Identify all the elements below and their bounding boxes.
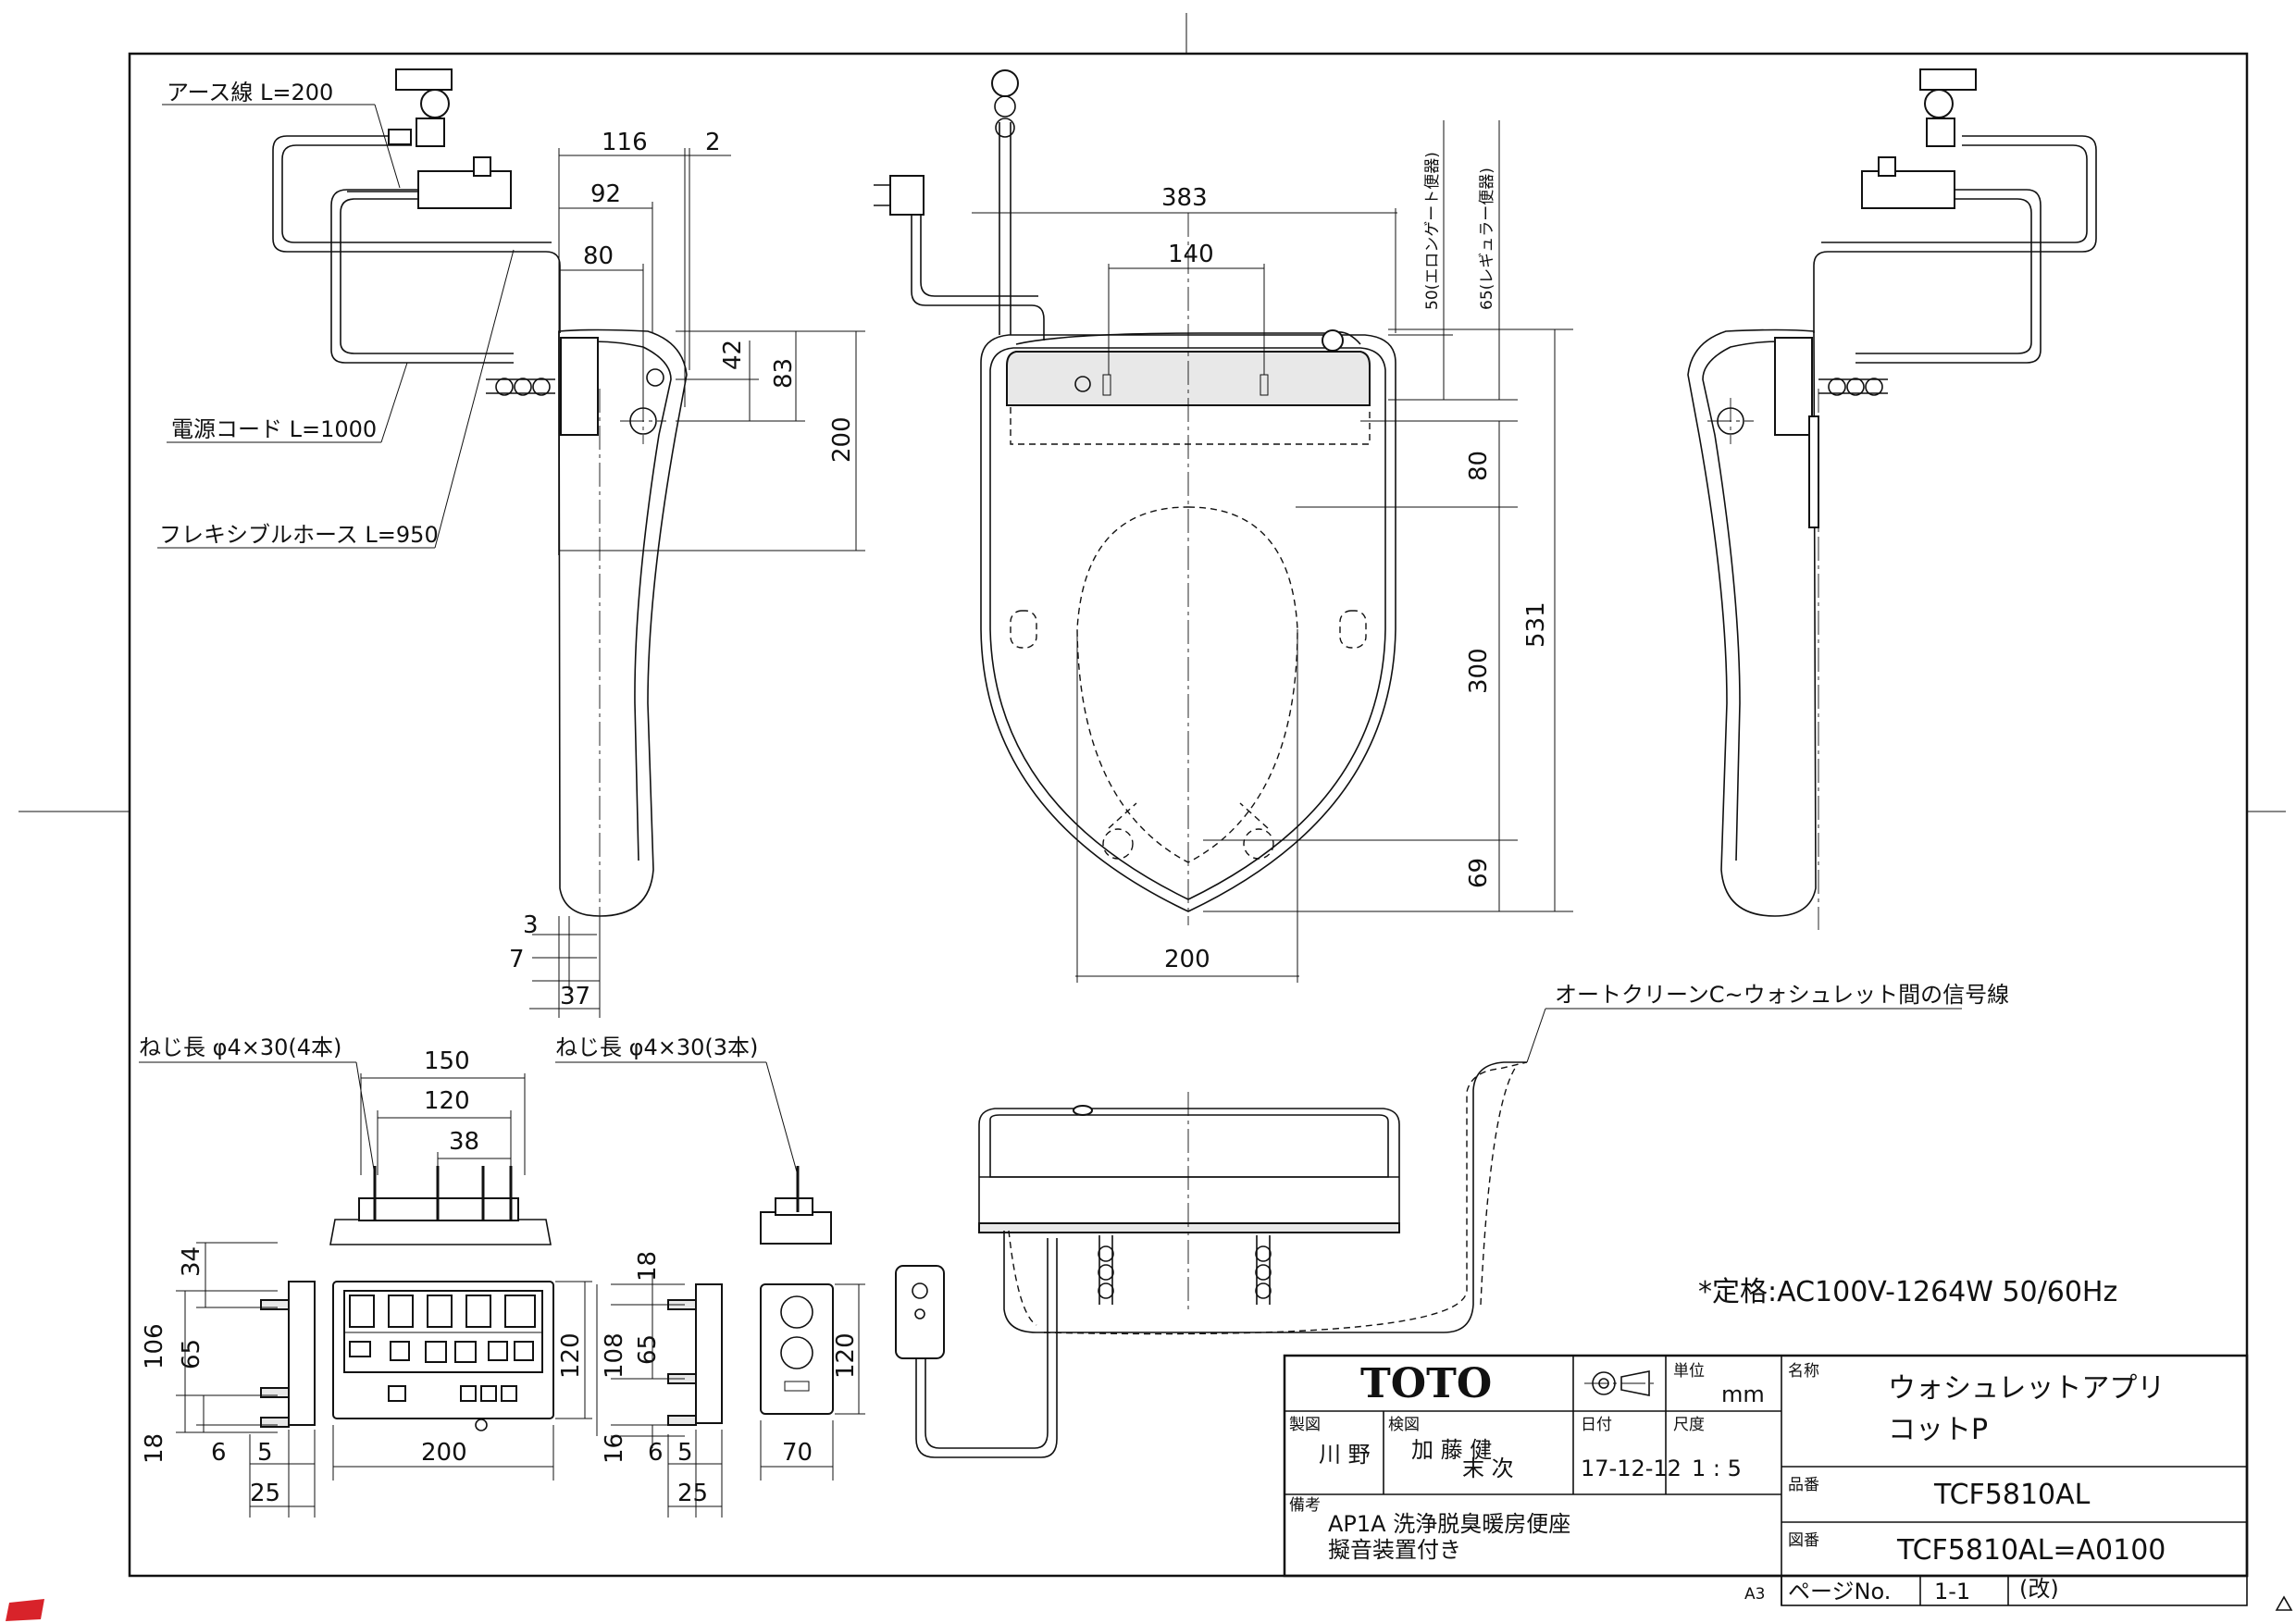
drawn-label: 製図 <box>1289 1416 1321 1434</box>
dim-65-ctrl: 65 <box>634 1334 662 1365</box>
scale-value: 1 : 5 <box>1692 1456 1742 1481</box>
dim-120-panel: 120 <box>424 1087 470 1115</box>
date-label: 日付 <box>1581 1416 1612 1434</box>
page-label: ページNo. <box>1788 1579 1891 1604</box>
part-label: 品番 <box>1788 1476 1819 1494</box>
dim-42: 42 <box>719 340 747 370</box>
dim-16: 16 <box>601 1433 628 1464</box>
dim-80-top: 80 <box>1465 451 1493 481</box>
dim-18-panel: 18 <box>141 1433 168 1464</box>
rating-label: *定格:AC100V-1264W 50/60Hz <box>1698 1276 2117 1308</box>
dim-6-ctrl: 6 <box>648 1439 664 1467</box>
dim-106: 106 <box>141 1323 168 1369</box>
auto-clean-controller <box>555 1061 865 1518</box>
drawing-frame <box>128 52 2249 1578</box>
product-name-line2: コットP <box>1888 1414 1988 1446</box>
dim-3: 3 <box>523 911 539 939</box>
dim-18-ctrl: 18 <box>634 1251 662 1282</box>
revision-label: (改) <box>2019 1576 2059 1602</box>
seat-top-view <box>874 69 1573 983</box>
dim-120-ctrl: 120 <box>832 1332 860 1379</box>
screw-3-label: ねじ長 φ4×30(3本) <box>555 1035 758 1060</box>
regular-label: 65(レギュラー便器) <box>1478 167 1496 310</box>
dim-200-top: 200 <box>1164 946 1210 973</box>
dim-150: 150 <box>424 1047 470 1075</box>
dim-120-panel-h: 120 <box>557 1332 585 1379</box>
checked-by-2: 末 次 <box>1462 1456 1514 1481</box>
dim-7: 7 <box>509 946 525 973</box>
remarks-label: 備考 <box>1289 1496 1321 1515</box>
drawing-number: TCF5810AL=A0100 <box>1896 1534 2166 1567</box>
page-number: 1-1 <box>1934 1579 1970 1604</box>
sheet-size: A3 <box>1744 1585 1765 1604</box>
dim-383: 383 <box>1161 184 1208 212</box>
date-value: 17-12-12 <box>1581 1456 1682 1481</box>
power-cord-label: 電源コード L=1000 <box>171 416 377 442</box>
seat-front-view <box>895 1008 1962 1458</box>
dim-200-panel: 200 <box>421 1439 467 1467</box>
right-side-view <box>1687 68 2097 930</box>
remarks-line2: 擬音装置付き <box>1328 1537 1461 1563</box>
dim-6-panel: 6 <box>211 1439 227 1467</box>
wall-remote-control <box>139 1061 592 1518</box>
signal-line-label: オートクリーンC~ウォシュレット間の信号線 <box>1555 982 2009 1008</box>
dim-5-ctrl: 5 <box>677 1439 693 1467</box>
dim-34: 34 <box>178 1246 205 1277</box>
dim-25-panel: 25 <box>250 1480 280 1507</box>
product-name-line1: ウォシュレットアプリ <box>1888 1372 2165 1405</box>
checked-by-1: 加 藤 健 <box>1411 1437 1492 1463</box>
dim-25-ctrl: 25 <box>677 1480 708 1507</box>
remarks-line1: AP1A 洗浄脱臭暖房便座 <box>1328 1511 1570 1537</box>
check-label: 検図 <box>1388 1416 1420 1434</box>
scale-label: 尺度 <box>1673 1416 1705 1434</box>
flexible-hose-label: フレキシブルホース L=950 <box>159 522 439 548</box>
dim-80-side: 80 <box>583 242 614 270</box>
drawn-by: 川 野 <box>1319 1442 1371 1468</box>
dim-70: 70 <box>782 1439 813 1467</box>
earth-wire-label: アース線 L=200 <box>167 80 333 105</box>
left-side-view <box>157 68 865 1018</box>
dim-83: 83 <box>770 358 798 389</box>
unit-value: mm <box>1721 1381 1765 1407</box>
dim-38: 38 <box>449 1128 479 1156</box>
corner-logo-mark <box>6 1599 44 1621</box>
unit-label: 単位 <box>1673 1362 1705 1381</box>
dim-300: 300 <box>1465 648 1493 694</box>
dim-140: 140 <box>1168 241 1214 268</box>
dim-5-panel: 5 <box>257 1439 273 1467</box>
title-block <box>1283 1354 2249 1606</box>
drawing-label: 図番 <box>1788 1531 1819 1550</box>
dim-37: 37 <box>560 983 590 1010</box>
dim-92: 92 <box>590 180 621 208</box>
triangle-mark-icon <box>2275 1595 2293 1611</box>
dim-200-side: 200 <box>828 416 856 463</box>
elongated-label: 50(エロンゲート便器) <box>1423 152 1442 310</box>
dim-108: 108 <box>601 1332 628 1379</box>
dim-116: 116 <box>602 129 648 156</box>
screw-4-label: ねじ長 φ4×30(4本) <box>139 1035 341 1060</box>
brand-logo: TOTO <box>1360 1360 1492 1407</box>
dim-531: 531 <box>1522 601 1550 648</box>
part-number: TCF5810AL <box>1933 1479 2091 1511</box>
dim-2: 2 <box>705 129 721 156</box>
dim-69: 69 <box>1465 858 1493 888</box>
dim-65-panel: 65 <box>178 1339 205 1369</box>
name-label: 名称 <box>1788 1362 1819 1381</box>
